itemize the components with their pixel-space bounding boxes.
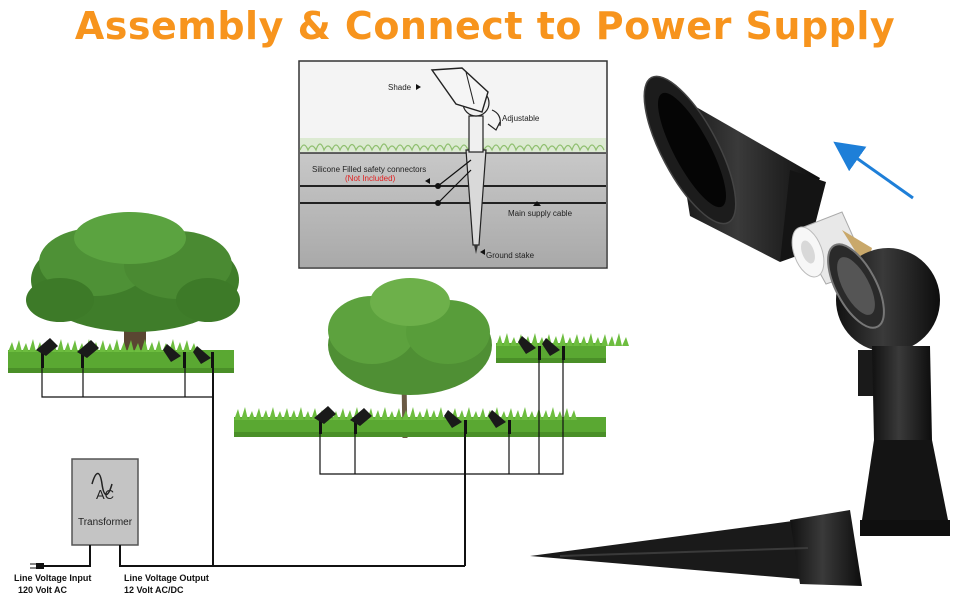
spotlight-icon xyxy=(163,344,186,368)
output-label-line1: Line Voltage Output xyxy=(124,573,209,583)
spotlight-product-image xyxy=(530,75,950,586)
transformer-name: Transformer xyxy=(78,517,133,528)
input-label-line2: 120 Volt AC xyxy=(18,585,68,595)
spotlight-icon xyxy=(488,410,511,434)
input-label-line1: Line Voltage Input xyxy=(14,573,91,583)
left-lawn-scene xyxy=(8,212,240,566)
sine-wave-icon xyxy=(91,472,113,496)
plug-icon xyxy=(36,563,44,569)
label-main-cable: Main supply cable xyxy=(508,209,573,218)
spotlight-icon xyxy=(36,338,58,368)
label-shade: Shade xyxy=(388,83,412,92)
spotlight-icon xyxy=(314,406,336,434)
shade-part xyxy=(643,75,826,262)
spotlight-icon xyxy=(518,336,541,360)
spotlight-icon xyxy=(77,340,99,368)
socket-part xyxy=(827,243,940,396)
spotlight-icon xyxy=(542,338,565,360)
middle-lawn-scene xyxy=(234,278,629,566)
label-adjustable: Adjustable xyxy=(502,114,540,123)
stake-part xyxy=(530,510,862,586)
transformer-ac-label: AC xyxy=(96,487,114,502)
assembly-arrow-icon xyxy=(833,141,914,200)
oak-tree-image xyxy=(26,212,240,368)
output-label-line2: 12 Volt AC/DC xyxy=(124,585,184,595)
spotlight-icon xyxy=(444,410,467,434)
installation-inset: Shade Adjustable Silicone Filled safety … xyxy=(298,60,608,269)
spotlight-icon xyxy=(350,408,372,434)
stem-part xyxy=(860,346,950,536)
transformer-box: AC Transformer xyxy=(71,458,139,546)
spotlight-icon xyxy=(193,346,214,368)
main-wiring xyxy=(30,545,465,569)
label-connectors: Silicone Filled safety connectors xyxy=(312,165,426,174)
label-not-included: (Not Included) xyxy=(345,174,396,183)
label-ground-stake: Ground stake xyxy=(486,251,535,260)
page-title: Assembly & Connect to Power Supply xyxy=(74,4,896,48)
